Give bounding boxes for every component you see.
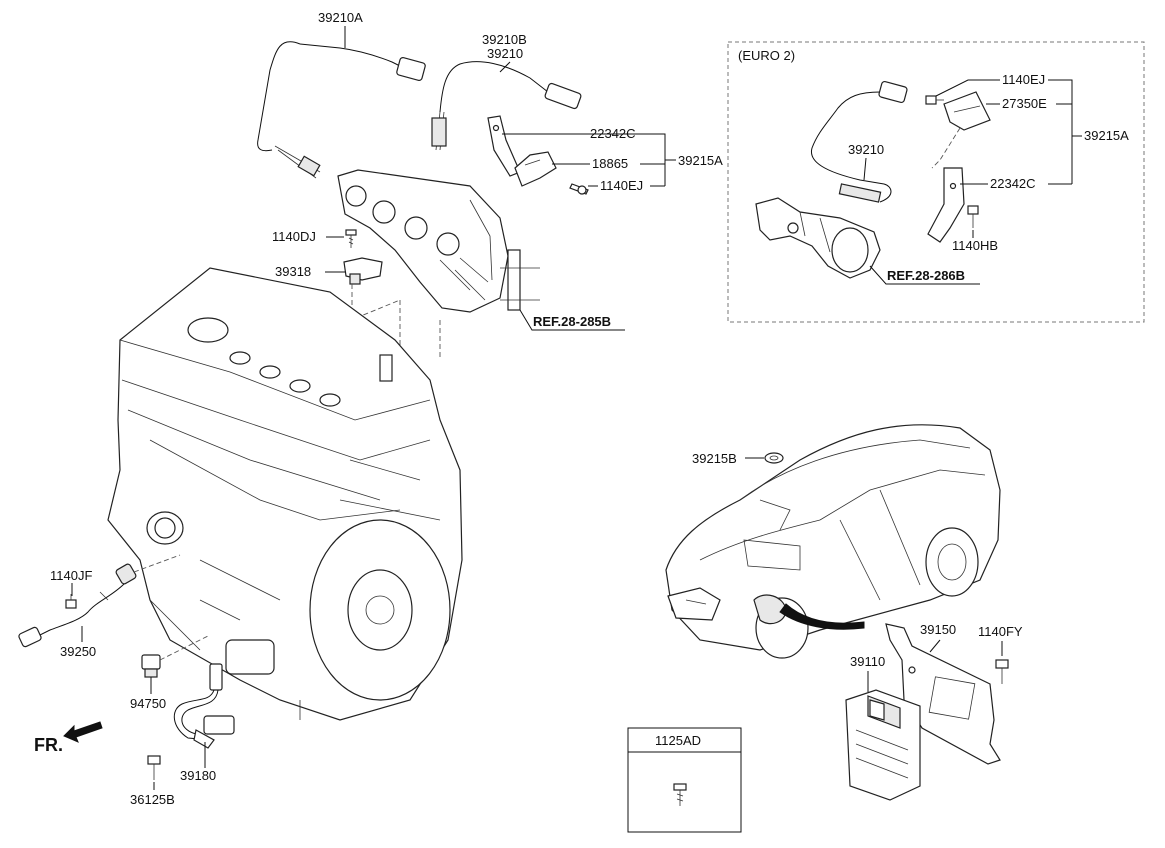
label-39215B: 39215B	[692, 451, 737, 466]
label-39110: 39110	[850, 654, 885, 669]
sensor-39250	[18, 563, 137, 648]
exhaust-manifold	[337, 169, 540, 313]
label-39150: 39150	[920, 622, 956, 637]
euro2-box	[727, 41, 1145, 323]
label-1125AD: 1125AD	[655, 733, 701, 748]
bracket-22342C	[487, 115, 589, 195]
oxygen-sensor-39210B	[431, 61, 582, 151]
label-39180: 39180	[180, 768, 216, 783]
oxygen-sensor-39210A	[257, 41, 426, 179]
bolt-1140FY	[995, 659, 1009, 684]
label-39215A: 39215A	[678, 153, 723, 168]
label-18865: 18865	[592, 156, 628, 171]
label-22342C: 22342C	[590, 126, 636, 141]
label-39318: 39318	[275, 264, 311, 279]
sensor-94750	[141, 654, 161, 678]
ref-28-285B: REF.28-285B	[533, 314, 611, 329]
bolt-1140JF	[65, 594, 77, 609]
sensor-39318	[343, 257, 383, 285]
label-euro2: (EURO 2)	[738, 48, 795, 63]
label-1140EJ: 1140EJ	[600, 178, 643, 193]
sensor-39180	[173, 663, 235, 749]
label-39210B: 39210B	[482, 32, 527, 47]
label-1140DJ: 1140DJ	[272, 229, 316, 244]
label-euro2-22342C: 22342C	[990, 176, 1036, 191]
car-illustration	[665, 424, 1001, 659]
bolt-36125B	[147, 755, 161, 780]
label-94750: 94750	[130, 696, 166, 711]
euro2-bolt-1140EJ	[925, 95, 944, 105]
part-box-1125AD: 1125AD	[627, 727, 742, 833]
seal-39215B	[764, 452, 784, 464]
bolt-1140DJ	[345, 229, 357, 248]
label-euro2-1140EJ: 1140EJ	[1002, 72, 1045, 87]
euro2-bracket-22342C	[927, 167, 965, 243]
front-direction-label: FR.	[34, 735, 63, 755]
label-euro2-39215A: 39215A	[1084, 128, 1129, 143]
euro2-heat-shield-27350E	[943, 91, 991, 131]
euro2-catalytic-converter	[755, 197, 881, 279]
euro2-oxygen-sensor-39210	[810, 80, 908, 203]
ecu-location-arrow	[779, 603, 865, 630]
label-39210A: 39210A	[318, 10, 363, 25]
label-1140JF: 1140JF	[50, 568, 92, 583]
label-euro2-27350E: 27350E	[1002, 96, 1047, 111]
label-1140FY: 1140FY	[978, 624, 1023, 639]
label-36125B: 36125B	[130, 792, 175, 807]
ecu-39110	[845, 689, 921, 801]
euro2-bolt-1140HB	[967, 205, 979, 228]
engine-block	[107, 267, 463, 721]
label-euro2-39210: 39210	[848, 142, 884, 157]
screw-1125AD-icon	[673, 783, 687, 806]
label-39210: 39210	[487, 46, 523, 61]
label-euro2-1140HB: 1140HB	[952, 238, 998, 253]
front-arrow-icon	[63, 721, 103, 743]
label-39250: 39250	[60, 644, 96, 659]
ecu-bracket-39150	[885, 623, 1001, 765]
ref-28-286B: REF.28-286B	[887, 268, 965, 283]
